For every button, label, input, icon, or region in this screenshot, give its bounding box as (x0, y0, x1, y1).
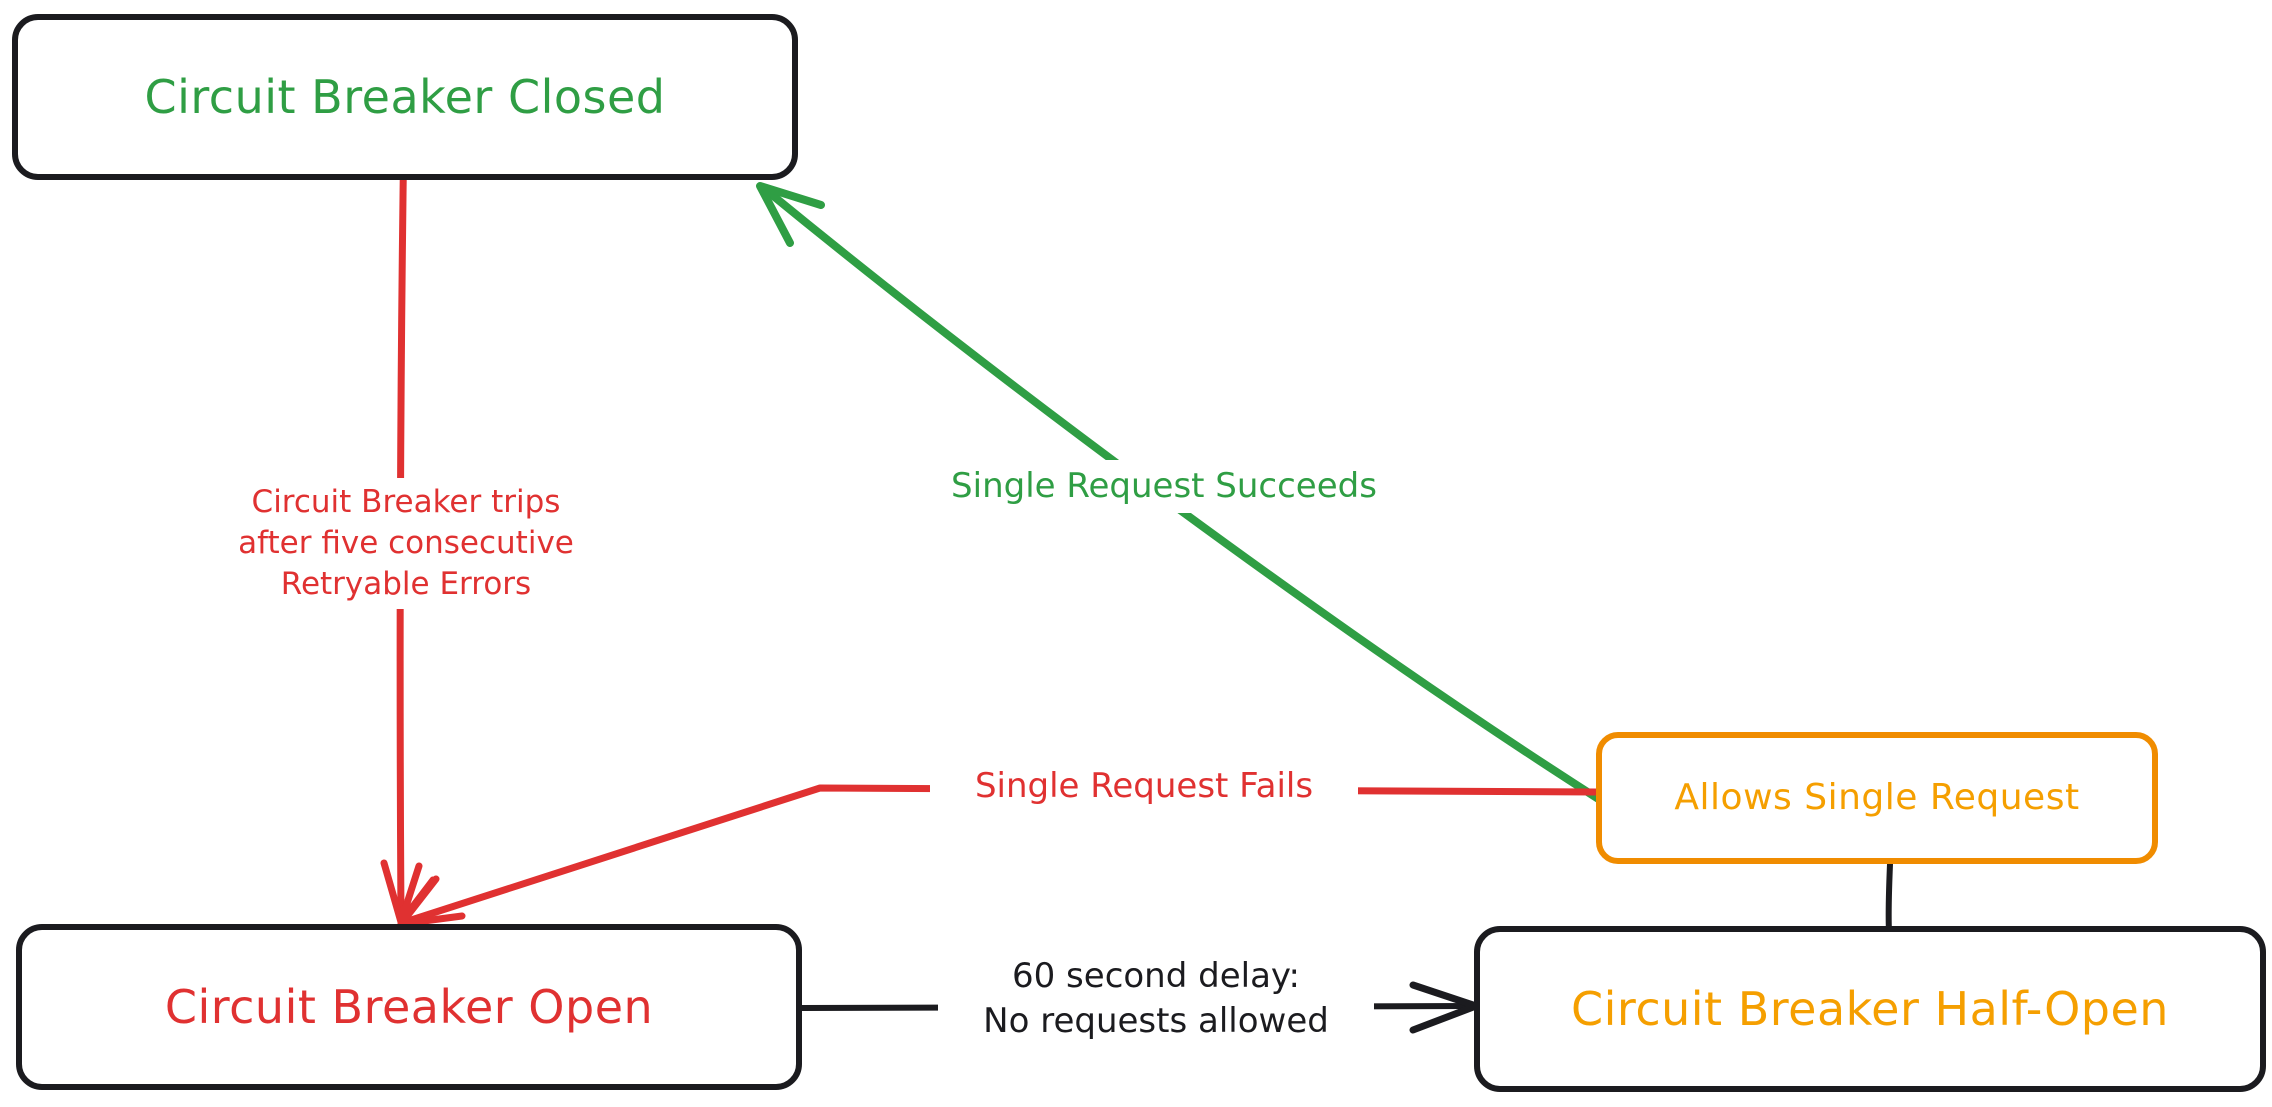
node-allows-single-request[interactable]: Allows Single Request (1596, 732, 2158, 864)
node-circuit-breaker-open[interactable]: Circuit Breaker Open (16, 924, 802, 1090)
node-label-circuit-breaker-open: Circuit Breaker Open (164, 979, 654, 1034)
edge-label-allows-to-closed[interactable]: Single Request Succeeds (906, 460, 1422, 513)
node-label-circuit-breaker-closed: Circuit Breaker Closed (144, 69, 666, 124)
edge-line-half-open-to-allows (1885, 861, 1893, 935)
arrowhead-allows-to-open (397, 875, 466, 928)
edge-label-open-to-half-open[interactable]: 60 second delay: No requests allowed (938, 952, 1374, 1046)
edge-label-allows-to-open[interactable]: Single Request Fails (930, 762, 1358, 811)
node-label-allows-single-request: Allows Single Request (1674, 777, 2080, 819)
edge-label-closed-to-open[interactable]: Circuit Breaker trips after five consecu… (170, 478, 642, 609)
arrowhead-open-to-half-open (1409, 981, 1480, 1034)
node-label-circuit-breaker-half-open: Circuit Breaker Half-Open (1571, 981, 2169, 1036)
node-circuit-breaker-half-open[interactable]: Circuit Breaker Half-Open (1474, 926, 2266, 1092)
node-circuit-breaker-closed[interactable]: Circuit Breaker Closed (12, 14, 798, 180)
edge-half-open-to-allows[interactable] (1885, 861, 1893, 935)
arrowhead-allows-to-closed (756, 182, 825, 247)
